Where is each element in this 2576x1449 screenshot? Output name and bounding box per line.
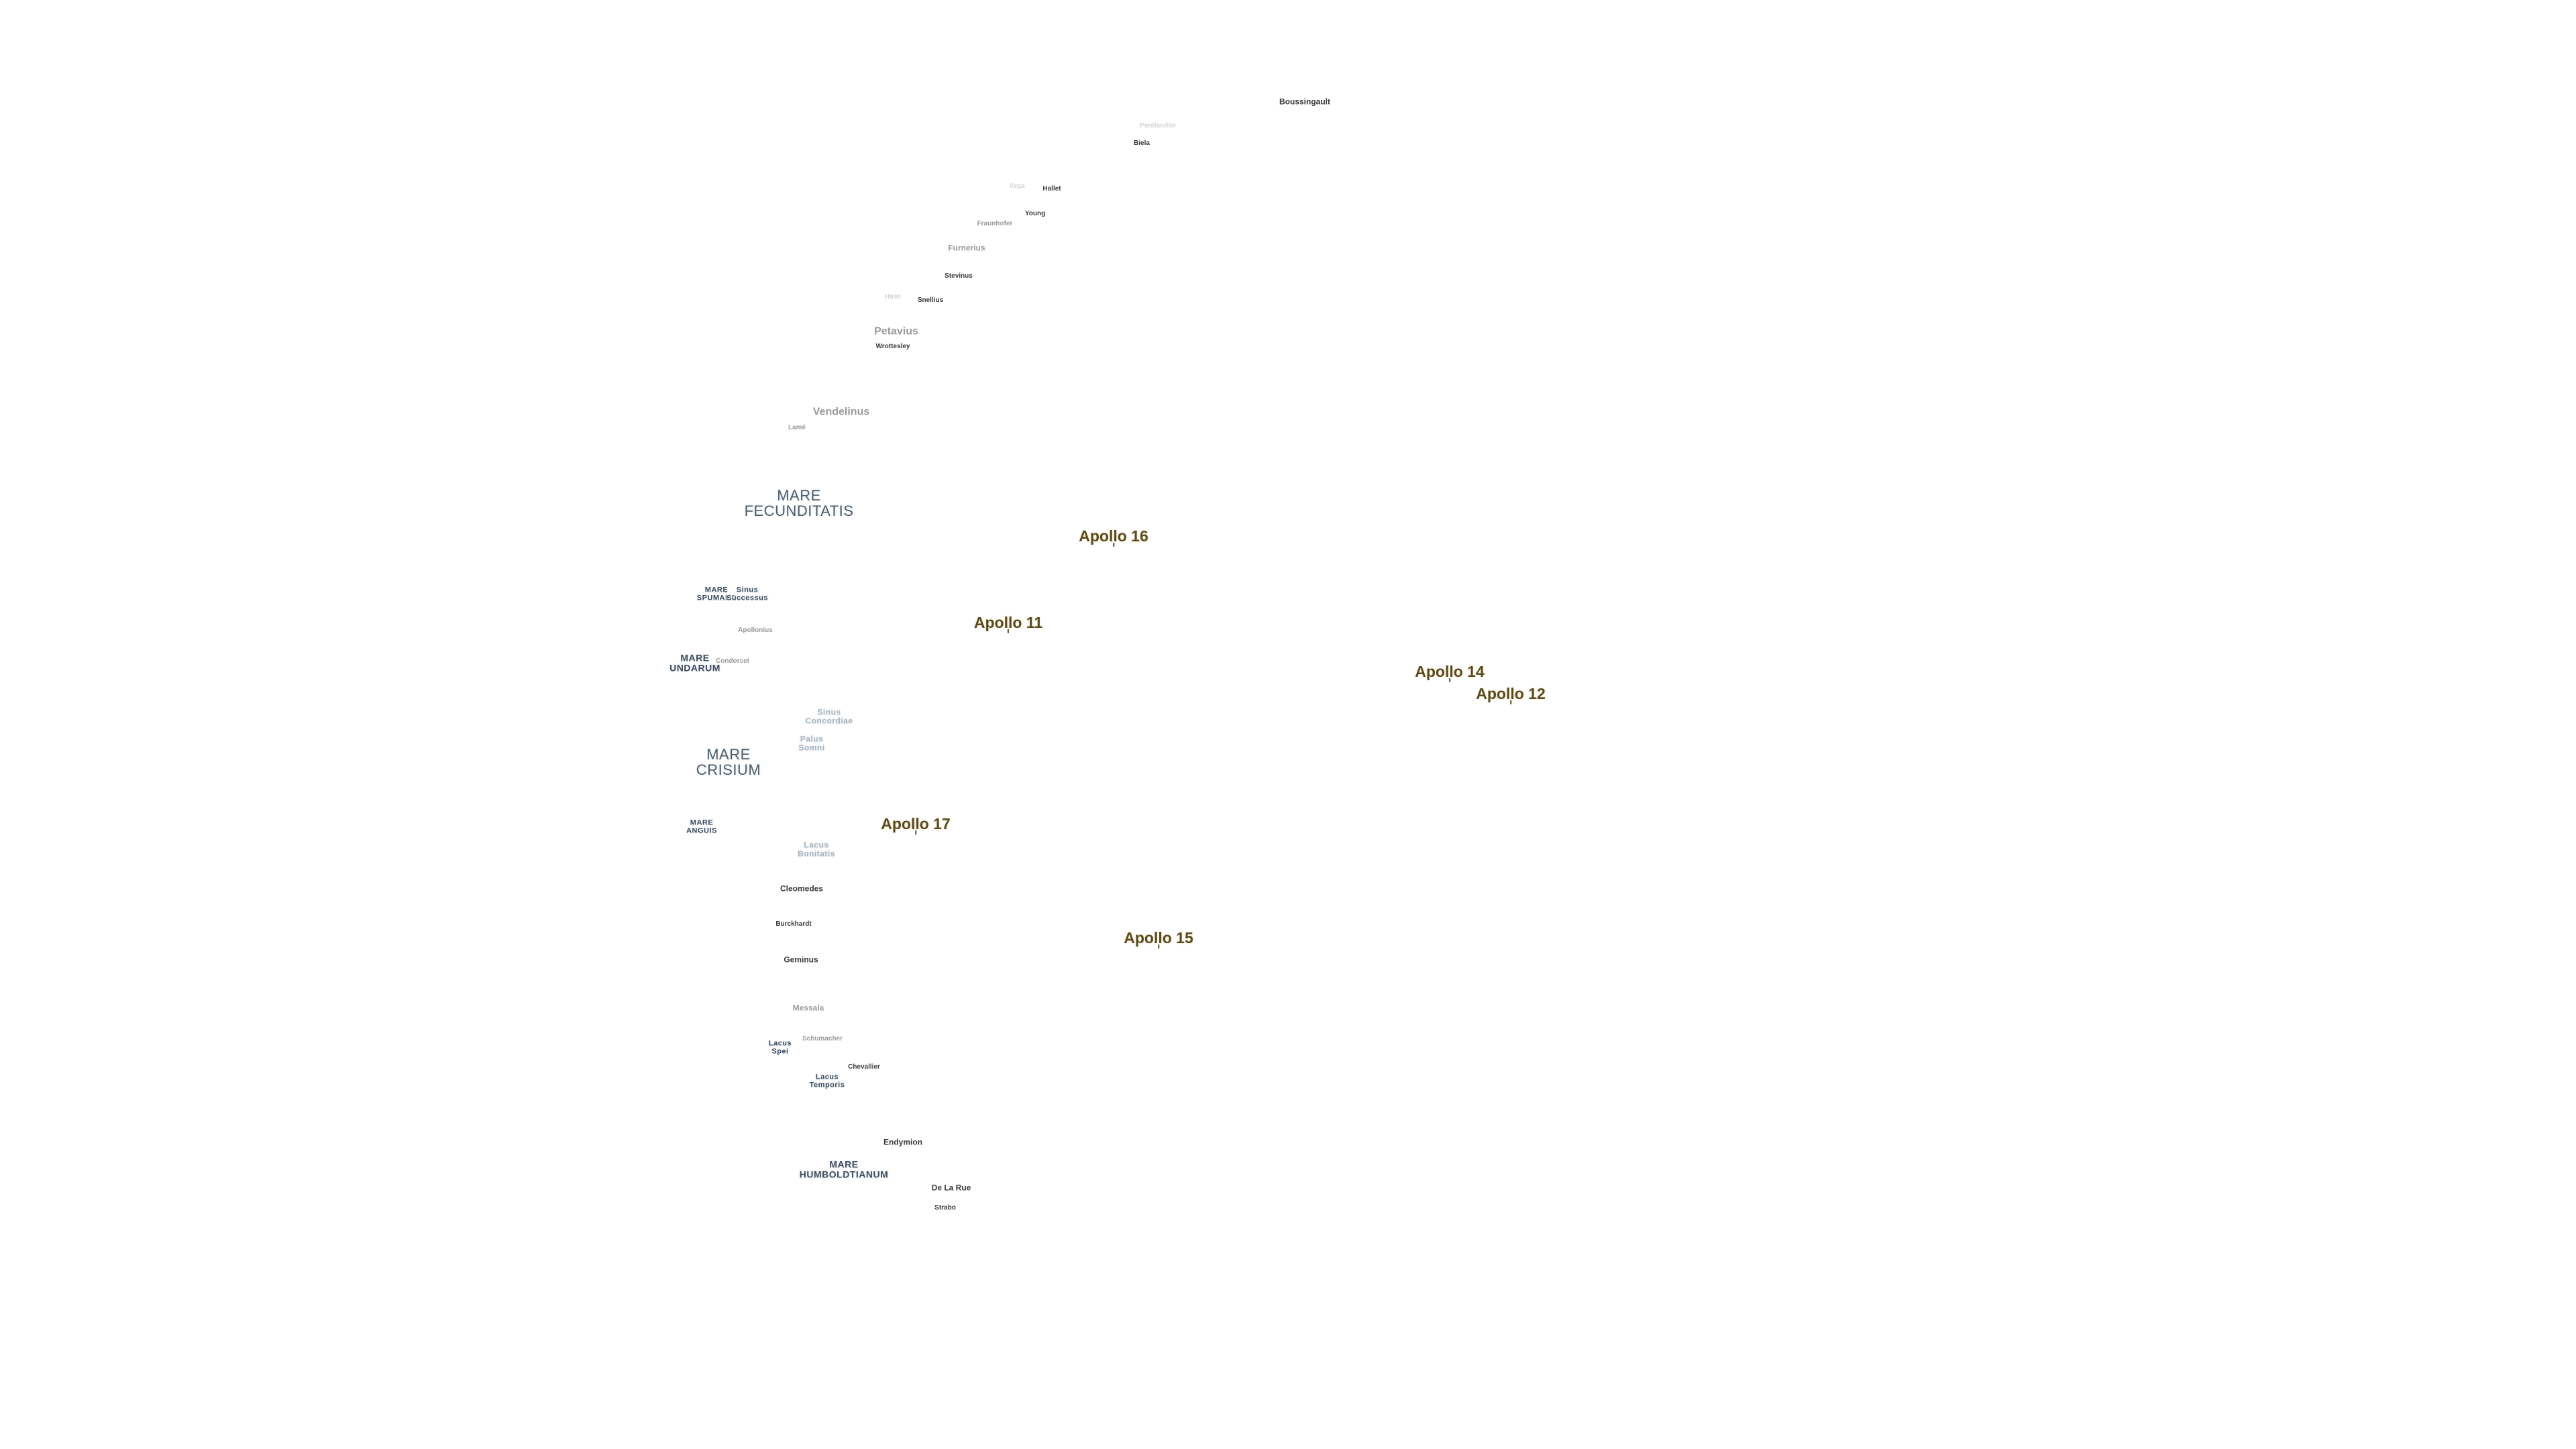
mare-name-line2: CRISIUM bbox=[696, 761, 761, 778]
apollo-17-site[interactable]: Apollo 17 bbox=[881, 816, 951, 835]
feature-name-line2: Somni bbox=[798, 743, 825, 752]
crater-label-condorcet[interactable]: Condorcet bbox=[716, 657, 749, 665]
crater-label-strabo[interactable]: Strabo bbox=[934, 1203, 956, 1212]
landing-pin-icon bbox=[914, 830, 916, 835]
mare-name-line1: MARE bbox=[829, 1159, 859, 1170]
feature-name-line2: Bonitatis bbox=[798, 849, 835, 858]
feature-name-line1: Lacus bbox=[815, 1073, 839, 1081]
water-label-sinus-successus[interactable]: Sinus Successus bbox=[727, 586, 768, 602]
feature-name-line1: Sinus bbox=[817, 707, 841, 717]
crater-label-hallet[interactable]: Hallet bbox=[1042, 184, 1061, 193]
crater-label-furnerius[interactable]: Furnerius bbox=[948, 243, 985, 253]
crater-label-lame[interactable]: Lamé bbox=[788, 423, 806, 431]
crater-label-wrottesley[interactable]: Wrottesley bbox=[875, 342, 910, 350]
mare-name-line1: MARE bbox=[680, 652, 710, 663]
landing-pin-icon bbox=[1157, 945, 1159, 949]
mare-name-line2: UNDARUM bbox=[669, 662, 720, 673]
feature-name-line2: Temporis bbox=[809, 1081, 845, 1089]
mare-label-humboldtianum[interactable]: MARE HUMBOLDTIANUM bbox=[800, 1159, 888, 1179]
crater-label-chevallier[interactable]: Chevallier bbox=[848, 1063, 880, 1071]
landing-pin-icon bbox=[1008, 629, 1009, 634]
mare-label-spumans[interactable]: MARE SPUMANS bbox=[697, 586, 737, 602]
apollo-site-label: Apollo 16 bbox=[1079, 527, 1148, 545]
water-label-lacus-spei[interactable]: Lacus Spei bbox=[769, 1040, 792, 1055]
apollo-site-label: Apollo 12 bbox=[1476, 684, 1546, 702]
feature-name-line1: Lacus bbox=[768, 1039, 792, 1048]
mare-name-line1: MARE bbox=[706, 745, 751, 763]
apollo-15-site[interactable]: Apollo 15 bbox=[1124, 930, 1193, 949]
mare-name-line1: MARE bbox=[690, 818, 714, 827]
crater-label-boussingault[interactable]: Boussingault bbox=[1279, 97, 1331, 107]
crater-label-pentlandite[interactable]: Pentlandite bbox=[1140, 121, 1176, 129]
crater-label-de-la-rue[interactable]: De La Rue bbox=[931, 1183, 971, 1193]
mare-label-fecunditatis[interactable]: MARE FECUNDITATIS bbox=[745, 488, 854, 519]
crater-label-young[interactable]: Young bbox=[1024, 209, 1046, 217]
feature-name-line1: Lacus bbox=[804, 840, 829, 850]
crater-label-biela[interactable]: Biela bbox=[1134, 139, 1150, 147]
crater-label-apollonius[interactable]: Apollonius bbox=[738, 626, 773, 634]
apollo-site-label: Apollo 14 bbox=[1415, 662, 1485, 680]
mare-label-undarum[interactable]: MARE UNDARUM bbox=[669, 653, 720, 672]
feature-name-line2: Concordiae bbox=[805, 716, 853, 725]
crater-label-vendelinus[interactable]: Vendelinus bbox=[812, 406, 870, 418]
water-label-lacus-bonitatis[interactable]: Lacus Bonitatis bbox=[798, 841, 835, 857]
mare-label-crisium[interactable]: MARE CRISIUM bbox=[696, 747, 761, 777]
crater-label-hase[interactable]: Hase bbox=[885, 292, 901, 301]
mare-label-anguis[interactable]: MARE ANGUIS bbox=[686, 819, 717, 835]
mare-name-line2: SPUMANS bbox=[696, 594, 737, 602]
crater-label-snellius[interactable]: Snellius bbox=[917, 296, 944, 304]
feature-name-line1: Sinus bbox=[736, 586, 759, 594]
water-label-palus-somni[interactable]: Palus Somni bbox=[798, 735, 824, 751]
mare-name-line1: MARE bbox=[704, 586, 729, 594]
feature-name-line1: Palus bbox=[800, 734, 824, 744]
apollo-16-site[interactable]: Apollo 16 bbox=[1079, 528, 1148, 547]
crater-label-schumacher[interactable]: Schumacher bbox=[802, 1034, 843, 1042]
crater-label-cleomedes[interactable]: Cleomedes bbox=[780, 883, 824, 894]
crater-label-burckhardt[interactable]: Burckhardt bbox=[775, 920, 812, 928]
apollo-site-label: Apollo 17 bbox=[881, 814, 951, 833]
crater-label-petavius[interactable]: Petavius bbox=[874, 325, 918, 337]
landing-pin-icon bbox=[1112, 543, 1114, 547]
mare-name-line1: MARE bbox=[777, 486, 821, 504]
crater-label-stevinus[interactable]: Stevinus bbox=[945, 272, 973, 280]
landing-pin-icon bbox=[1448, 678, 1450, 683]
mare-name-line2: HUMBOLDTIANUM bbox=[799, 1169, 889, 1179]
mare-name-line2: FECUNDITATIS bbox=[744, 502, 854, 519]
apollo-11-site[interactable]: Apollo 11 bbox=[973, 613, 1043, 634]
apollo-site-label: Apollo 15 bbox=[1124, 928, 1193, 947]
apollo-14-site[interactable]: Apollo 14 bbox=[1415, 662, 1485, 683]
apollo-12-site[interactable]: Apollo 12 bbox=[1476, 684, 1546, 705]
feature-name-line2: Spei bbox=[771, 1047, 789, 1055]
crater-label-geminus[interactable]: Geminus bbox=[784, 955, 818, 965]
crater-label-vega[interactable]: Vega bbox=[1009, 182, 1025, 190]
landing-pin-icon bbox=[1509, 700, 1511, 705]
crater-label-endymion[interactable]: Endymion bbox=[883, 1137, 923, 1147]
apollo-site-label: Apollo 11 bbox=[973, 613, 1043, 631]
mare-name-line2: ANGUIS bbox=[686, 826, 717, 835]
water-label-lacus-temporis[interactable]: Lacus Temporis bbox=[810, 1073, 845, 1089]
crater-label-fraunhofer[interactable]: Fraunhofer bbox=[977, 219, 1013, 227]
water-label-sinus-concordiae[interactable]: Sinus Concordiae bbox=[805, 708, 853, 724]
feature-name-line2: Successus bbox=[727, 594, 768, 602]
crater-label-messala[interactable]: Messala bbox=[792, 1003, 824, 1013]
